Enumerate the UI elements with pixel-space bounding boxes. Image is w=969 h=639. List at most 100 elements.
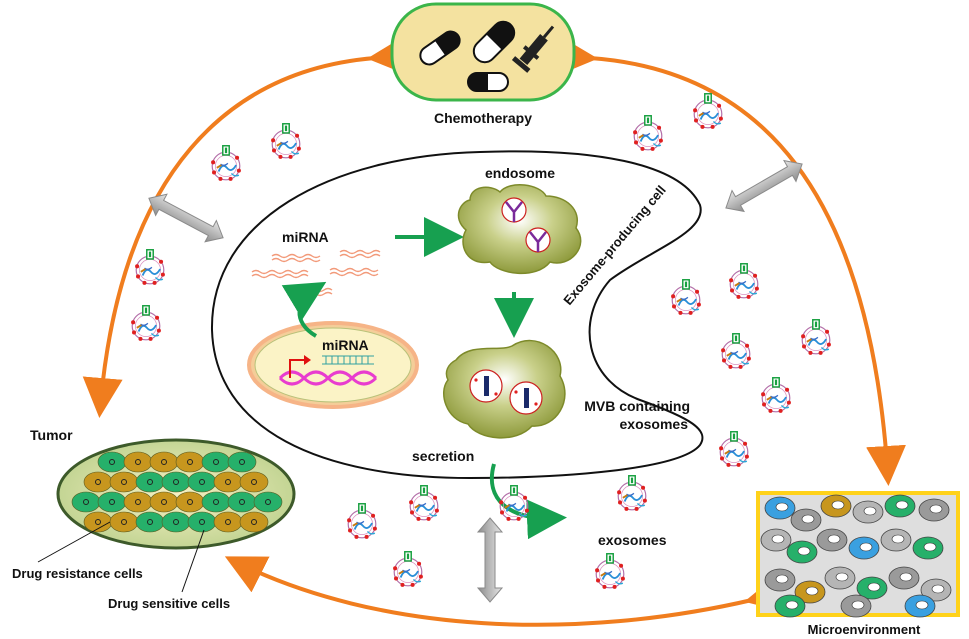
cell-nucleus bbox=[187, 499, 193, 505]
cell-nucleus bbox=[121, 479, 127, 485]
cell-nucleus bbox=[213, 459, 219, 465]
drug-sensitive-cells-label: Drug sensitive cells bbox=[108, 596, 230, 611]
drug-sensitive-cell bbox=[227, 491, 257, 513]
cell-nucleus bbox=[95, 479, 101, 485]
transfer-arrows bbox=[281, 217, 567, 540]
cell-nucleus bbox=[173, 479, 179, 485]
drug-sensitive-cell bbox=[97, 451, 127, 473]
syringe-icon bbox=[511, 25, 555, 73]
cell-nucleus bbox=[225, 519, 231, 525]
drug-sensitive-cell bbox=[135, 471, 165, 493]
drug-sensitive-cell bbox=[227, 451, 257, 473]
cell-nucleus bbox=[187, 459, 193, 465]
exosome-icon bbox=[210, 144, 242, 182]
drug-sensitive-cell bbox=[161, 511, 191, 533]
secretion-arrow bbox=[490, 463, 567, 540]
micro-cell-nucleus bbox=[899, 572, 913, 582]
micro-cell-nucleus bbox=[923, 542, 937, 552]
drug-sensitive-cell bbox=[253, 491, 283, 513]
cell-nucleus bbox=[161, 459, 167, 465]
exosome-icon bbox=[632, 114, 664, 152]
drug-sensitive-cell bbox=[135, 511, 165, 533]
micro-to-tumor-arrow bbox=[224, 556, 788, 627]
drug-resistance-cell bbox=[213, 511, 243, 533]
drug-resistance-cell bbox=[83, 471, 113, 493]
microenvironment-label: Microenvironment bbox=[808, 622, 921, 637]
drug-resistance-cell bbox=[109, 511, 139, 533]
drug-resistance-cell bbox=[149, 491, 179, 513]
capsule-icon bbox=[419, 30, 461, 66]
mvb-label-line1: MVB containing bbox=[584, 398, 690, 414]
cell-nucleus bbox=[251, 519, 257, 525]
micro-cell-nucleus bbox=[851, 600, 865, 610]
chemotherapy-label: Chemotherapy bbox=[434, 110, 532, 126]
capsule-icon bbox=[472, 20, 516, 64]
drug-sensitive-cell bbox=[187, 471, 217, 493]
micro-cell-nucleus bbox=[805, 586, 819, 596]
micro-cell-nucleus bbox=[775, 574, 789, 584]
drug-sensitive-cell bbox=[71, 491, 101, 513]
exosome-icon bbox=[720, 332, 752, 370]
dna-icon bbox=[278, 370, 378, 386]
cell-nucleus bbox=[161, 499, 167, 505]
drug-resistance-cell bbox=[213, 471, 243, 493]
drug-sensitive-cell bbox=[97, 491, 127, 513]
micro-cell-nucleus bbox=[801, 514, 815, 524]
exosome-icon bbox=[594, 552, 626, 590]
exosome-icon bbox=[670, 278, 702, 316]
micro-cell-nucleus bbox=[929, 504, 943, 514]
tumor-label: Tumor bbox=[30, 427, 73, 443]
micro-cell-nucleus bbox=[931, 584, 945, 594]
cell-nucleus bbox=[83, 499, 89, 505]
cell-nucleus bbox=[109, 459, 115, 465]
endosome-label: endosome bbox=[485, 165, 555, 181]
micro-cell-nucleus bbox=[891, 534, 905, 544]
cell-nucleus bbox=[265, 499, 271, 505]
cell-nucleus bbox=[225, 479, 231, 485]
cell-nucleus bbox=[199, 479, 205, 485]
microenvironment-box bbox=[756, 491, 960, 618]
exosomes-label: exosomes bbox=[598, 532, 667, 548]
receptor-icon bbox=[505, 201, 547, 252]
cell-nucleus bbox=[147, 519, 153, 525]
drug-resistance-cell bbox=[239, 511, 269, 533]
exosome-icon bbox=[718, 430, 750, 468]
chemo-to-tumor-arrow bbox=[82, 35, 409, 418]
drug-sensitive-cell bbox=[201, 491, 231, 513]
tumor bbox=[56, 438, 296, 550]
exosome-icon bbox=[800, 318, 832, 356]
cell-nucleus bbox=[109, 499, 115, 505]
exchange-arrow-bottom bbox=[476, 517, 504, 603]
exosome-icon bbox=[408, 484, 440, 522]
exosome-icon bbox=[346, 502, 378, 540]
drug-resistance-cell bbox=[149, 451, 179, 473]
exchange-arrows bbox=[148, 159, 803, 603]
cell-nucleus bbox=[135, 499, 141, 505]
cell-nucleus bbox=[239, 499, 245, 505]
exosome-icon bbox=[692, 92, 724, 130]
drug-resistance-cell bbox=[123, 491, 153, 513]
micro-cell-nucleus bbox=[915, 600, 929, 610]
micro-cell-nucleus bbox=[859, 542, 873, 552]
transcription-arrow-icon bbox=[289, 359, 304, 378]
exosome-icon bbox=[760, 376, 792, 414]
micro-cell-nucleus bbox=[835, 572, 849, 582]
drug-resistance-cell bbox=[175, 491, 205, 513]
cell-nucleus bbox=[95, 519, 101, 525]
cell-nucleus bbox=[147, 479, 153, 485]
exosome-icon bbox=[270, 122, 302, 160]
micro-cell-nucleus bbox=[863, 506, 877, 516]
micro-cell-nucleus bbox=[895, 500, 909, 510]
micro-cell-nucleus bbox=[797, 546, 811, 556]
micro-cell-nucleus bbox=[831, 500, 845, 510]
cell-nucleus bbox=[173, 519, 179, 525]
exosome-icon bbox=[616, 474, 648, 512]
cell-nucleus bbox=[135, 459, 141, 465]
cell-nucleus bbox=[251, 479, 257, 485]
drug-resistance-cell bbox=[109, 471, 139, 493]
micro-cell-nucleus bbox=[867, 582, 881, 592]
exosome-icon bbox=[498, 484, 530, 522]
cell-nucleus bbox=[199, 519, 205, 525]
drug-sensitive-cell bbox=[161, 471, 191, 493]
